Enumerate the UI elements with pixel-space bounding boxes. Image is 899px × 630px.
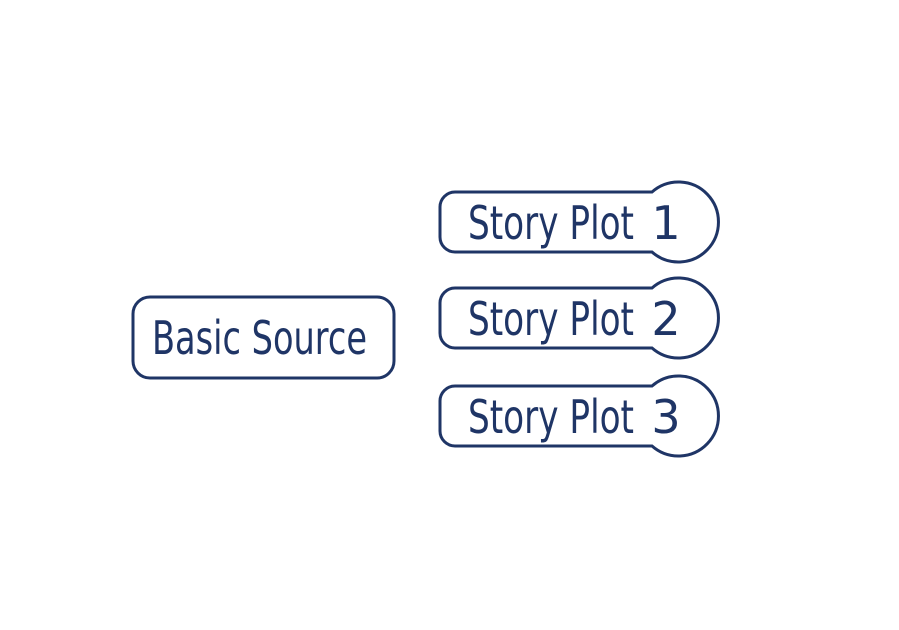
story-plot-1-number: 1	[651, 196, 680, 250]
story-plot-3-shape	[438, 374, 720, 458]
basic-source-box	[131, 295, 396, 380]
basic-source-node[interactable]: Basic Source	[131, 295, 396, 380]
story-plot-3-number: 3	[651, 390, 680, 444]
story-plot-2-node[interactable]: Story Plot 2	[438, 276, 720, 360]
story-plot-2-number: 2	[651, 292, 680, 346]
story-plot-1-node[interactable]: Story Plot 1	[438, 180, 720, 264]
story-plot-1-shape	[438, 180, 720, 264]
story-plot-3-node[interactable]: Story Plot 3	[438, 374, 720, 458]
story-plot-3-label: Story Plot	[468, 390, 634, 444]
basic-source-label: Basic Source	[152, 311, 367, 365]
story-plot-2-label: Story Plot	[468, 292, 634, 346]
story-plot-2-shape	[438, 276, 720, 360]
story-plot-1-label: Story Plot	[468, 196, 634, 250]
